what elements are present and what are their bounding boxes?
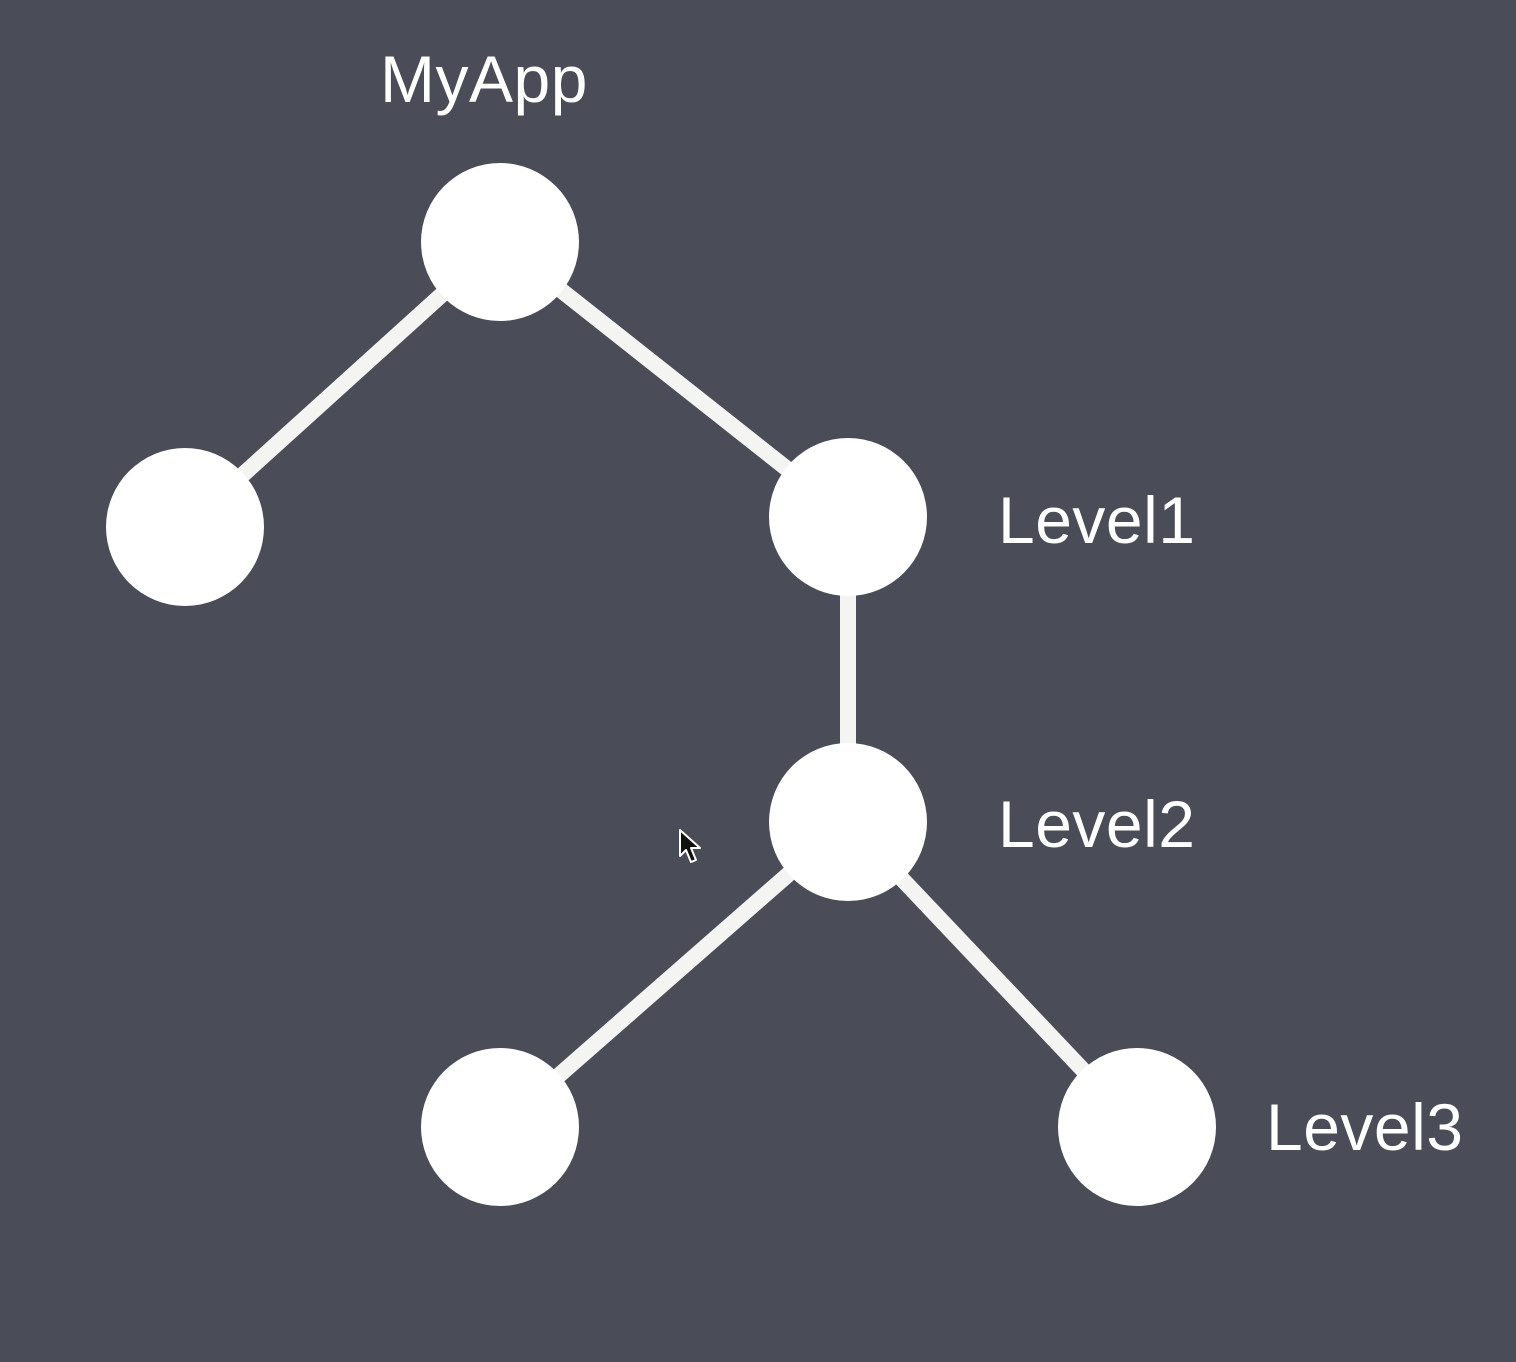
node-level2 [769,743,927,901]
node-label-level2: Level2 [998,787,1196,861]
node-left-child [106,448,264,606]
node-label-myapp: MyApp [380,42,588,116]
edges [179,235,1143,1134]
nodes [106,163,1216,1206]
node-level3-left [421,1048,579,1206]
node-label-level1: Level1 [998,483,1196,557]
node-label-level3: Level3 [1266,1090,1464,1164]
node-level3-right [1058,1048,1216,1206]
mouse-pointer-icon [679,829,701,863]
node-root [421,163,579,321]
node-level1 [769,438,927,596]
